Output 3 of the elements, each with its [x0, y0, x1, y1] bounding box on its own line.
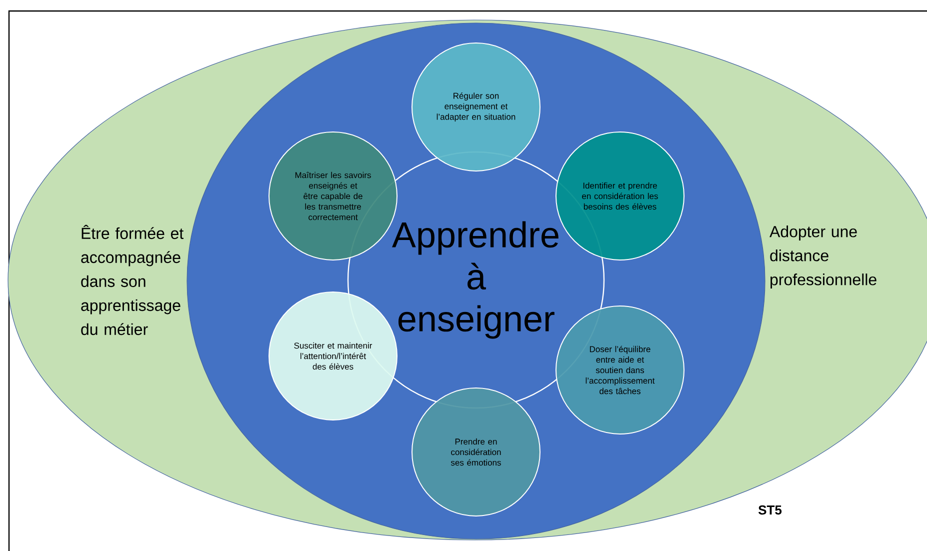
- note: ST5: [758, 505, 782, 515]
- side-text: Être formée et accompagnée dans son apprentissage du métier: [81, 224, 184, 336]
- side-text: Adopter une distance professionnelle: [770, 226, 876, 288]
